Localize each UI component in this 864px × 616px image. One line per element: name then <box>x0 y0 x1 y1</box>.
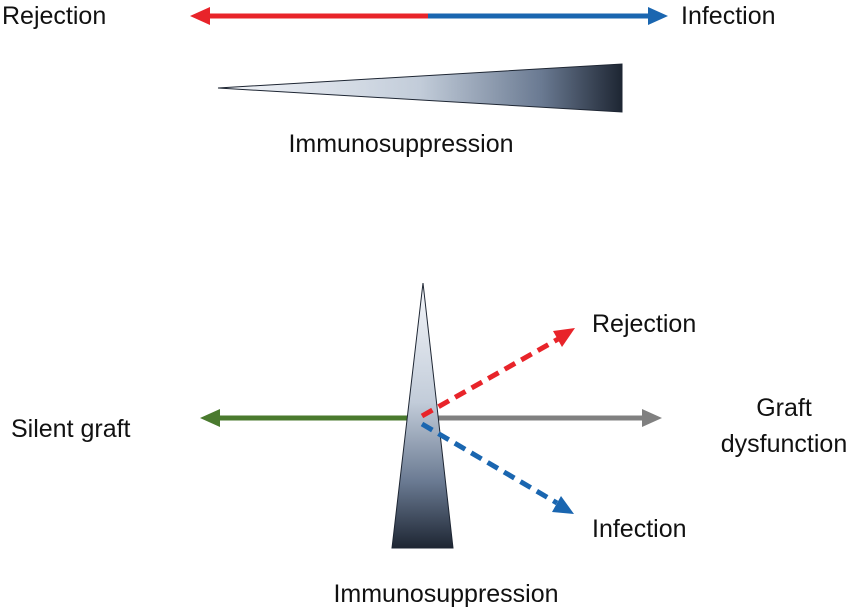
top-rejection-label: Rejection <box>2 2 106 30</box>
infection-branch-label: Infection <box>592 515 687 543</box>
top-panel: Rejection Infection Immunosuppression <box>2 2 776 158</box>
top-rejection-arrowhead <box>190 7 210 25</box>
top-immunosuppression-wedge <box>217 63 623 113</box>
top-infection-arrowhead <box>648 7 668 25</box>
infection-branch-arrowhead <box>552 496 574 514</box>
infection-branch-dashed-arrow <box>420 421 559 506</box>
graft-dysfunction-label-line1: Graft <box>756 394 812 422</box>
silent-graft-label: Silent graft <box>11 415 131 443</box>
bottom-panel: Silent graft Graft dysfunction Rejection… <box>11 282 847 608</box>
graft-dysfunction-label-line2: dysfunction <box>721 430 847 458</box>
graft-dysfunction-arrowhead <box>642 409 662 427</box>
top-immunosuppression-label: Immunosuppression <box>288 130 513 158</box>
rejection-branch-label: Rejection <box>592 310 696 338</box>
rejection-branch-arrowhead <box>553 328 575 347</box>
top-infection-label: Infection <box>681 2 776 30</box>
silent-graft-arrowhead <box>200 409 220 427</box>
rejection-branch-dashed-arrow <box>420 335 562 419</box>
bottom-immunosuppression-label: Immunosuppression <box>333 580 558 608</box>
